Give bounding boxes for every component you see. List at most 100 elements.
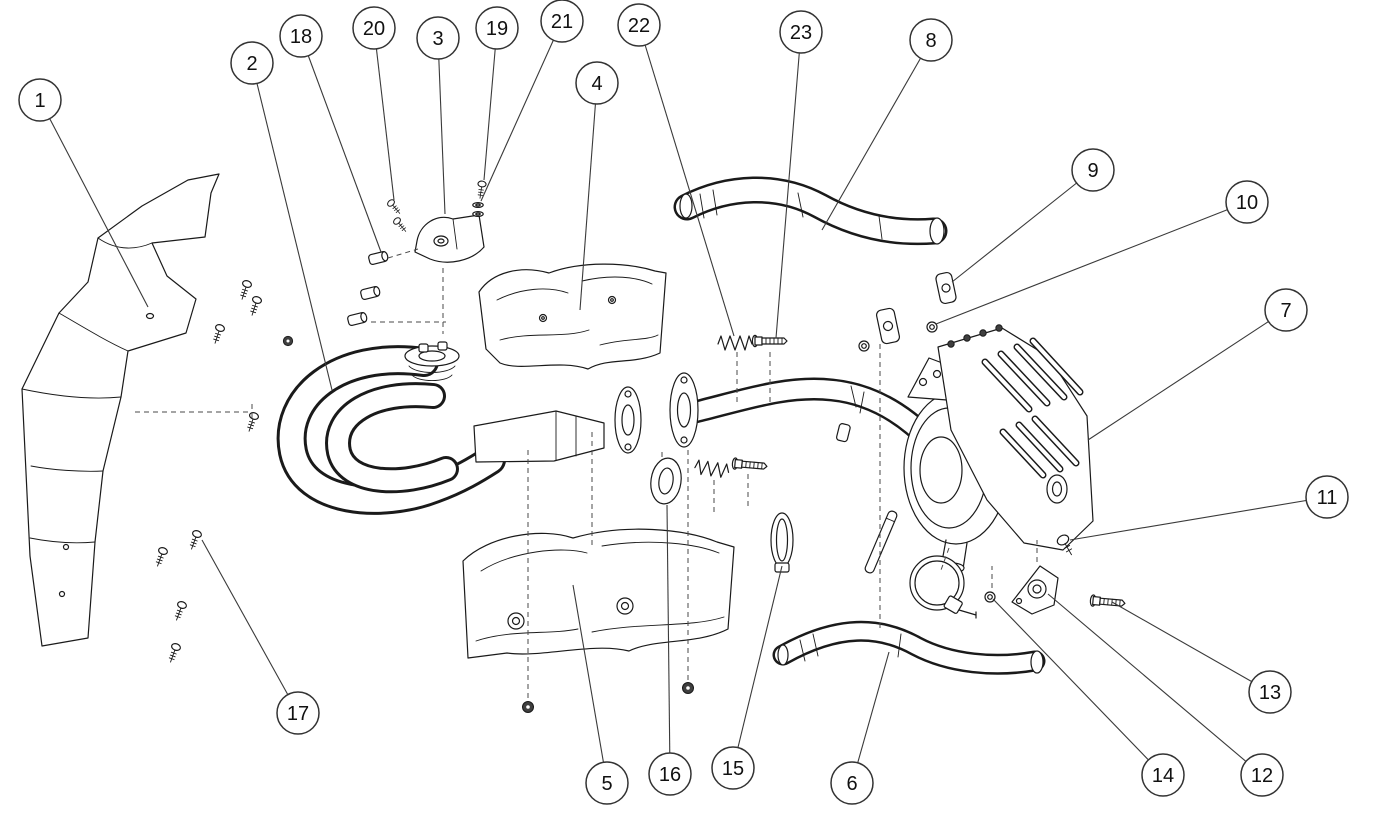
callout-balloon[interactable] <box>779 10 823 54</box>
callout-11[interactable]: 11 <box>1069 475 1349 541</box>
part-washers-21 <box>472 202 484 217</box>
callout-number: 19 <box>486 18 508 40</box>
callout-leader-line <box>821 39 932 231</box>
callout-7[interactable]: 7 <box>1087 288 1308 441</box>
callout-balloon[interactable] <box>575 61 619 105</box>
callout-leader-line <box>638 24 735 337</box>
callout-balloon[interactable] <box>1141 753 1185 797</box>
part-screws-17 <box>152 528 203 665</box>
callout-number: 9 <box>1087 160 1098 182</box>
callout-balloon[interactable] <box>711 746 755 790</box>
callout-balloon[interactable] <box>585 761 629 805</box>
callout-number: 14 <box>1152 765 1174 787</box>
callout-1[interactable]: 1 <box>18 78 149 308</box>
callout-balloon[interactable] <box>1248 670 1292 714</box>
part-muffler-cover <box>937 324 1094 551</box>
callout-number: 21 <box>551 11 573 33</box>
part-screws-20 <box>385 197 410 235</box>
callout-leader-line <box>373 27 395 201</box>
part-band-clamp <box>909 555 977 619</box>
part-heat-shield-upper <box>478 263 667 370</box>
callout-4[interactable]: 4 <box>575 61 619 311</box>
callout-14[interactable]: 14 <box>992 598 1185 797</box>
callout-13[interactable]: 13 <box>1111 601 1292 714</box>
callout-balloon[interactable] <box>648 752 692 796</box>
callout-balloon[interactable] <box>617 3 661 47</box>
callout-leader-line <box>572 584 608 784</box>
flange-nut-icon <box>282 335 294 347</box>
callout-9[interactable]: 9 <box>951 148 1115 283</box>
callout-17[interactable]: 17 <box>201 539 320 735</box>
part-bolt-11 <box>1056 534 1073 556</box>
callout-3[interactable]: 3 <box>416 16 460 215</box>
callout-21[interactable]: 21 <box>480 0 584 202</box>
callout-balloon[interactable] <box>540 0 584 43</box>
callout-leader-line <box>775 31 802 339</box>
part-flange-nut-10 <box>926 321 938 333</box>
part-upper-tail-pipe <box>673 176 948 246</box>
callout-balloon[interactable] <box>475 6 519 50</box>
callout-balloon[interactable] <box>830 761 874 805</box>
callout-19[interactable]: 19 <box>475 6 519 181</box>
callout-8[interactable]: 8 <box>821 18 953 231</box>
callout-leader-line <box>1111 601 1271 693</box>
callout-number: 5 <box>601 773 612 795</box>
callout-balloon[interactable] <box>909 18 953 62</box>
callout-leader-line <box>39 99 149 308</box>
pipe-flange-front <box>614 386 642 454</box>
callout-balloon[interactable] <box>18 78 62 122</box>
callout-number: 10 <box>1236 192 1258 214</box>
callout-number: 3 <box>432 28 443 50</box>
part-clamp-blocks-9 <box>875 271 957 345</box>
callout-number: 11 <box>1317 487 1338 509</box>
callout-number: 22 <box>628 15 650 37</box>
callout-leader-line <box>951 169 1094 283</box>
callout-leader-line <box>851 651 890 784</box>
callout-number: 7 <box>1280 300 1291 322</box>
part-hanger-rod <box>864 510 898 574</box>
callout-leader-line <box>251 62 333 391</box>
callout-balloon[interactable] <box>1305 475 1349 519</box>
hex-nut-icon <box>522 701 534 713</box>
callout-balloon[interactable] <box>279 14 323 58</box>
callout-number: 15 <box>722 758 744 780</box>
part-heat-shield-left <box>21 173 220 647</box>
callout-balloon[interactable] <box>1071 148 1115 192</box>
callout-balloon[interactable] <box>352 6 396 50</box>
part-exhaust-header-pipes <box>276 341 605 515</box>
callout-23[interactable]: 23 <box>775 10 823 339</box>
callout-15[interactable]: 15 <box>711 565 783 790</box>
callout-6[interactable]: 6 <box>830 651 890 805</box>
callout-5[interactable]: 5 <box>572 584 629 805</box>
shield-mounting-screws <box>210 278 263 434</box>
callout-leader-line <box>666 504 671 775</box>
callout-leader-line <box>480 20 563 202</box>
callout-leader-line <box>579 82 598 311</box>
pipe-flange-rear <box>669 372 699 448</box>
callout-10[interactable]: 10 <box>935 180 1269 325</box>
callout-leader-line <box>992 598 1164 776</box>
part-gasket-ring <box>650 457 682 505</box>
callout-12[interactable]: 12 <box>1047 593 1284 797</box>
callout-18[interactable]: 18 <box>279 14 382 253</box>
callout-22[interactable]: 22 <box>617 3 735 337</box>
callout-2[interactable]: 2 <box>230 41 333 391</box>
callout-balloon[interactable] <box>1240 753 1284 797</box>
callout-balloon[interactable] <box>230 41 274 85</box>
callout-leader-line <box>935 201 1248 325</box>
callout-balloon[interactable] <box>1264 288 1308 332</box>
callout-leader-line <box>1087 309 1287 441</box>
hex-nut-icon <box>682 682 694 694</box>
callout-balloon[interactable] <box>1225 180 1269 224</box>
callout-number: 2 <box>246 53 257 75</box>
callout-leader-line <box>201 539 299 714</box>
callout-20[interactable]: 20 <box>352 6 396 201</box>
callout-balloon[interactable] <box>276 691 320 735</box>
part-lower-tail-pipe <box>772 620 1046 675</box>
callout-16[interactable]: 16 <box>648 504 692 796</box>
callout-leader-line <box>300 35 382 253</box>
callout-number: 13 <box>1259 682 1281 704</box>
part-exhaust-clamp-ring <box>770 512 794 573</box>
callout-number: 6 <box>846 773 857 795</box>
callout-balloon[interactable] <box>416 16 460 60</box>
